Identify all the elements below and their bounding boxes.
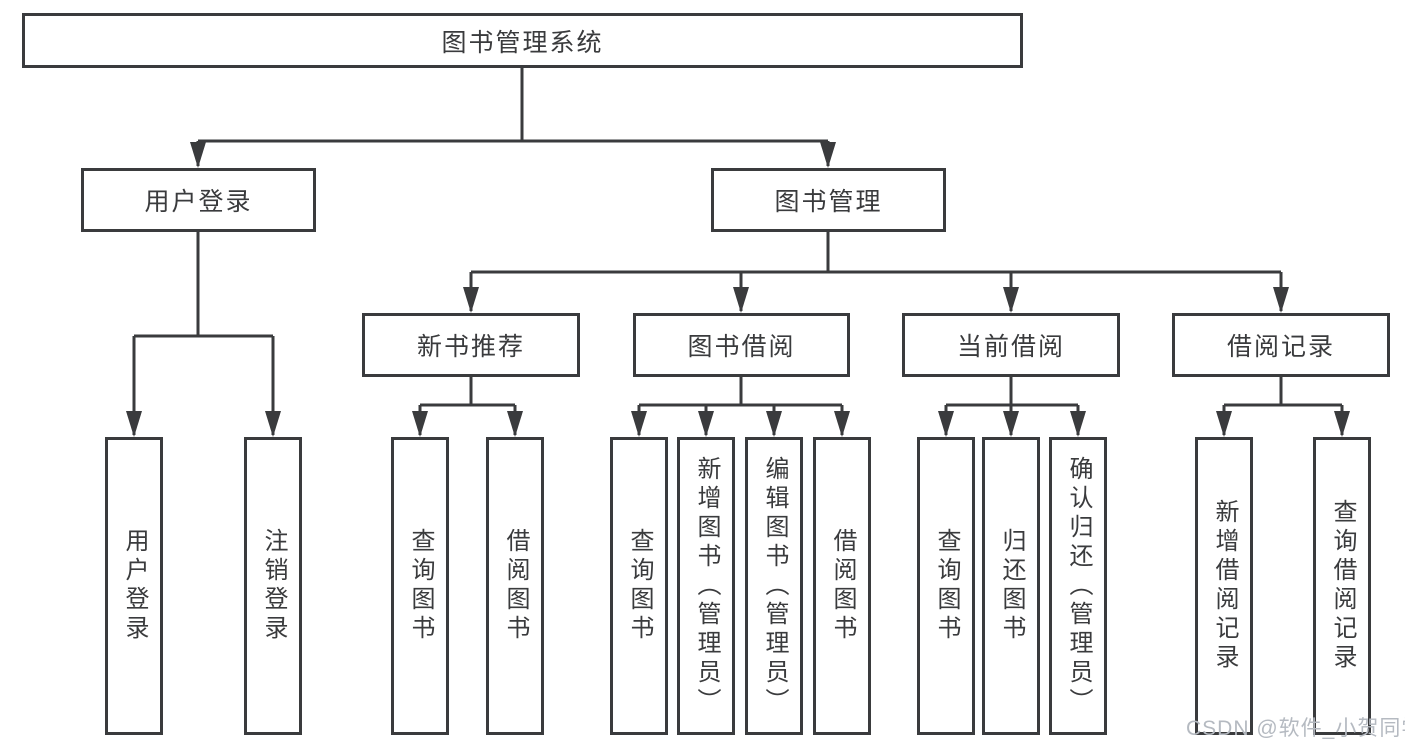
node-new-book-recommend: 新书推荐 bbox=[362, 313, 580, 377]
node-user-login: 用户登录 bbox=[81, 168, 316, 232]
leaf-bb-edit-books-admin: 编辑图书（管理员） bbox=[745, 437, 803, 735]
node-book-management: 图书管理 bbox=[711, 168, 946, 232]
leaf-nb-query-books: 查询图书 bbox=[391, 437, 449, 735]
leaf-nb-borrow-books: 借阅图书 bbox=[486, 437, 544, 735]
leaf-user-login: 用户登录 bbox=[105, 437, 163, 735]
node-book-borrow: 图书借阅 bbox=[633, 313, 850, 377]
node-root: 图书管理系统 bbox=[22, 13, 1023, 68]
leaf-br-query-record: 查询借阅记录 bbox=[1313, 437, 1371, 735]
leaf-cb-query-books: 查询图书 bbox=[917, 437, 975, 735]
leaf-bb-add-books-admin: 新增图书（管理员） bbox=[677, 437, 735, 735]
node-current-borrow: 当前借阅 bbox=[902, 313, 1120, 377]
node-borrow-records: 借阅记录 bbox=[1172, 313, 1390, 377]
csdn-watermark: CSDN @软件_小贺同学 bbox=[1186, 717, 1405, 740]
leaf-logout: 注销登录 bbox=[244, 437, 302, 735]
arrowheads bbox=[126, 142, 1350, 437]
leaf-cb-confirm-return-admin: 确认归还（管理员） bbox=[1049, 437, 1107, 735]
leaf-br-add-record: 新增借阅记录 bbox=[1195, 437, 1253, 735]
leaf-cb-return-books: 归还图书 bbox=[982, 437, 1040, 735]
leaf-bb-query-books: 查询图书 bbox=[610, 437, 668, 735]
leaf-bb-borrow-books: 借阅图书 bbox=[813, 437, 871, 735]
